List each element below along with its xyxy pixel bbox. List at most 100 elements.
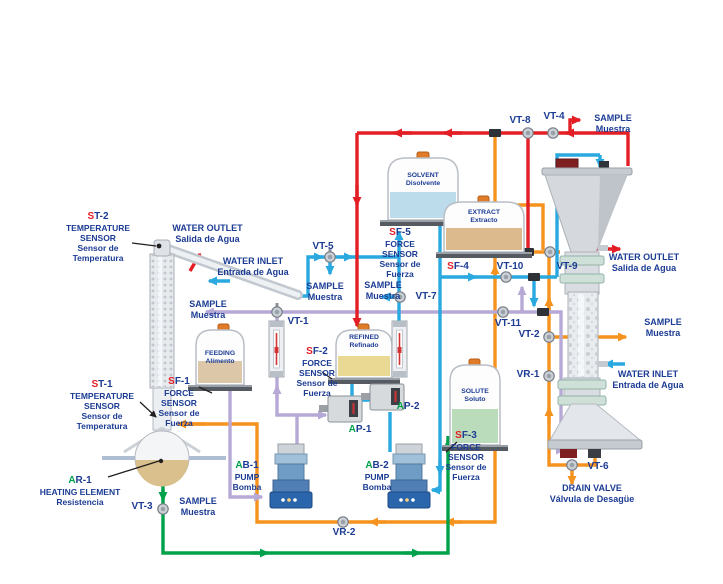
sf3-es1: Sensor de — [445, 461, 487, 472]
water-inlet-en: WATER INLET — [617, 369, 679, 379]
valves — [157, 127, 578, 528]
label-ab1: AB-1 PUMP Bomba — [222, 460, 272, 492]
label-water-inlet-left: WATER INLET Entrada de Agua — [203, 256, 303, 277]
ap2-tag: AP-2 — [396, 401, 420, 412]
label-sf1: SF-1 FORCE SENSOR Sensor de Fuerza — [148, 376, 210, 428]
label-water-outlet-left: WATER OUTLET Salida de Agua — [160, 223, 255, 244]
label-vr2: VR-2 — [332, 527, 356, 538]
label-vt4: VT-4 — [543, 111, 565, 122]
sf5-en1: FORCE — [385, 238, 415, 249]
ab2-en: PUMP — [364, 471, 390, 482]
st1-tag: ST-1 — [91, 379, 113, 390]
label-vt2: VT-2 — [518, 329, 540, 340]
label-ar1: AR-1 HEATING ELEMENT Resistencia — [18, 475, 142, 507]
label-vt7: VT-7 — [415, 291, 437, 302]
valve-vt10 — [500, 271, 512, 283]
feeding-en: FEEDING — [204, 350, 236, 357]
water-inlet-en: WATER INLET — [222, 256, 284, 266]
label-vt11: VT-11 — [494, 318, 522, 329]
label-vt1: VT-1 — [287, 316, 309, 327]
pump-ab1 — [269, 443, 313, 509]
label-st2: ST-2 TEMPERATURE SENSOR Sensor de Temper… — [48, 211, 148, 263]
ab2-es: Bomba — [362, 481, 392, 492]
solute-es: Soluto — [464, 395, 486, 403]
valve-vt8 — [522, 127, 534, 139]
pressure-switch-ap2 — [361, 383, 405, 411]
st2-en2: SENSOR — [80, 232, 116, 243]
pointer-lines — [107, 242, 458, 478]
ab1-es: Bomba — [232, 481, 262, 492]
ab1-en: PUMP — [234, 471, 260, 482]
tank-feeding — [188, 323, 252, 391]
tank-refined — [328, 323, 400, 384]
flowmeter-2 — [391, 320, 408, 378]
sample-en: SAMPLE — [364, 280, 402, 290]
label-vt3: VT-3 — [131, 501, 153, 512]
label-sample-vt5: SAMPLE Muestra — [294, 281, 356, 302]
valve-vr1 — [543, 370, 555, 382]
flowmeter-1 — [268, 320, 285, 378]
sample-en: SAMPLE — [306, 281, 344, 291]
tank-solute — [442, 358, 508, 451]
extract-es: Extracto — [470, 216, 498, 224]
ar1-en: HEATING ELEMENT — [39, 486, 121, 497]
label-vr1: VR-1 — [516, 369, 540, 380]
valve-vt4 — [547, 127, 559, 139]
sf5-tag: SF-5 — [389, 227, 411, 238]
sample-en: SAMPLE — [594, 113, 632, 123]
label-sf5: SF-5 FORCE SENSOR Sensor de Fuerza — [370, 227, 430, 279]
valve-vt7 — [394, 291, 406, 303]
label-sf3: SF-3 FORCE SENSOR Sensor de Fuerza — [428, 430, 504, 482]
sample-es: Muestra — [595, 123, 631, 134]
st2-tag: ST-2 — [87, 211, 109, 222]
solvent-en: SOLVENT — [407, 172, 439, 179]
sf2-tag: SF-2 — [306, 346, 328, 357]
sf2-en2: SENSOR — [299, 367, 335, 378]
sf1-tag: SF-1 — [168, 376, 190, 387]
sf2-es2: Fuerza — [303, 387, 331, 398]
sample-en: SAMPLE — [189, 299, 227, 309]
sf3-es2: Fuerza — [452, 471, 480, 482]
valve-vt9 — [544, 246, 556, 258]
solvent-es: Disolvente — [405, 179, 441, 187]
refined-en: REFINED — [349, 334, 379, 341]
tank-solvent — [380, 151, 466, 226]
sample-es: Muestra — [645, 327, 681, 338]
ar1-es: Resistencia — [56, 496, 104, 507]
refined-es: Refinado — [349, 341, 379, 349]
label-water-inlet-right: WATER INLET Entrada de Agua — [602, 369, 694, 390]
solute-en: SOLUTE — [461, 388, 489, 395]
sample-en: SAMPLE — [179, 496, 217, 506]
valve-vt2 — [543, 331, 555, 343]
ar1-tag: AR-1 — [68, 475, 92, 486]
label-ab2: AB-2 PUMP Bomba — [352, 460, 402, 492]
valve-vt3 — [157, 503, 169, 515]
ab1-tag: AB-1 — [235, 460, 259, 471]
sample-es: Muestra — [307, 291, 343, 302]
label-drain-valve: DRAIN VALVE Válvula de Desagüe — [522, 483, 662, 504]
valve-vt11 — [497, 306, 509, 318]
sf2-es1: Sensor de — [296, 377, 338, 388]
sample-es: Muestra — [365, 290, 401, 301]
label-vt10: VT-10 — [496, 261, 524, 272]
label-tank-refined: REFINED Refinado — [338, 334, 390, 349]
label-ap1: AP-1 — [338, 424, 382, 436]
ap1-tag: AP-1 — [348, 424, 372, 435]
st2-en1: TEMPERATURE — [65, 222, 131, 233]
label-sample-right: SAMPLE Muestra — [634, 317, 692, 338]
distillation-column — [102, 239, 303, 487]
drain-es: Válvula de Desagüe — [549, 493, 635, 504]
sf5-es1: Sensor de — [379, 258, 421, 269]
water-outlet-es: Salida de Agua — [611, 262, 677, 273]
label-tank-solute: SOLUTE Soluto — [450, 388, 500, 403]
extract-en: EXTRACT — [467, 209, 501, 216]
label-tank-feeding: FEEDING Alimento — [196, 350, 244, 365]
sample-es: Muestra — [180, 506, 216, 517]
feeding-es: Alimento — [205, 357, 235, 365]
ab2-tag: AB-2 — [365, 460, 389, 471]
label-sf4: SF-4 — [438, 261, 478, 273]
st1-en1: TEMPERATURE — [69, 390, 135, 401]
label-sample-vt3: SAMPLE Muestra — [166, 496, 230, 517]
